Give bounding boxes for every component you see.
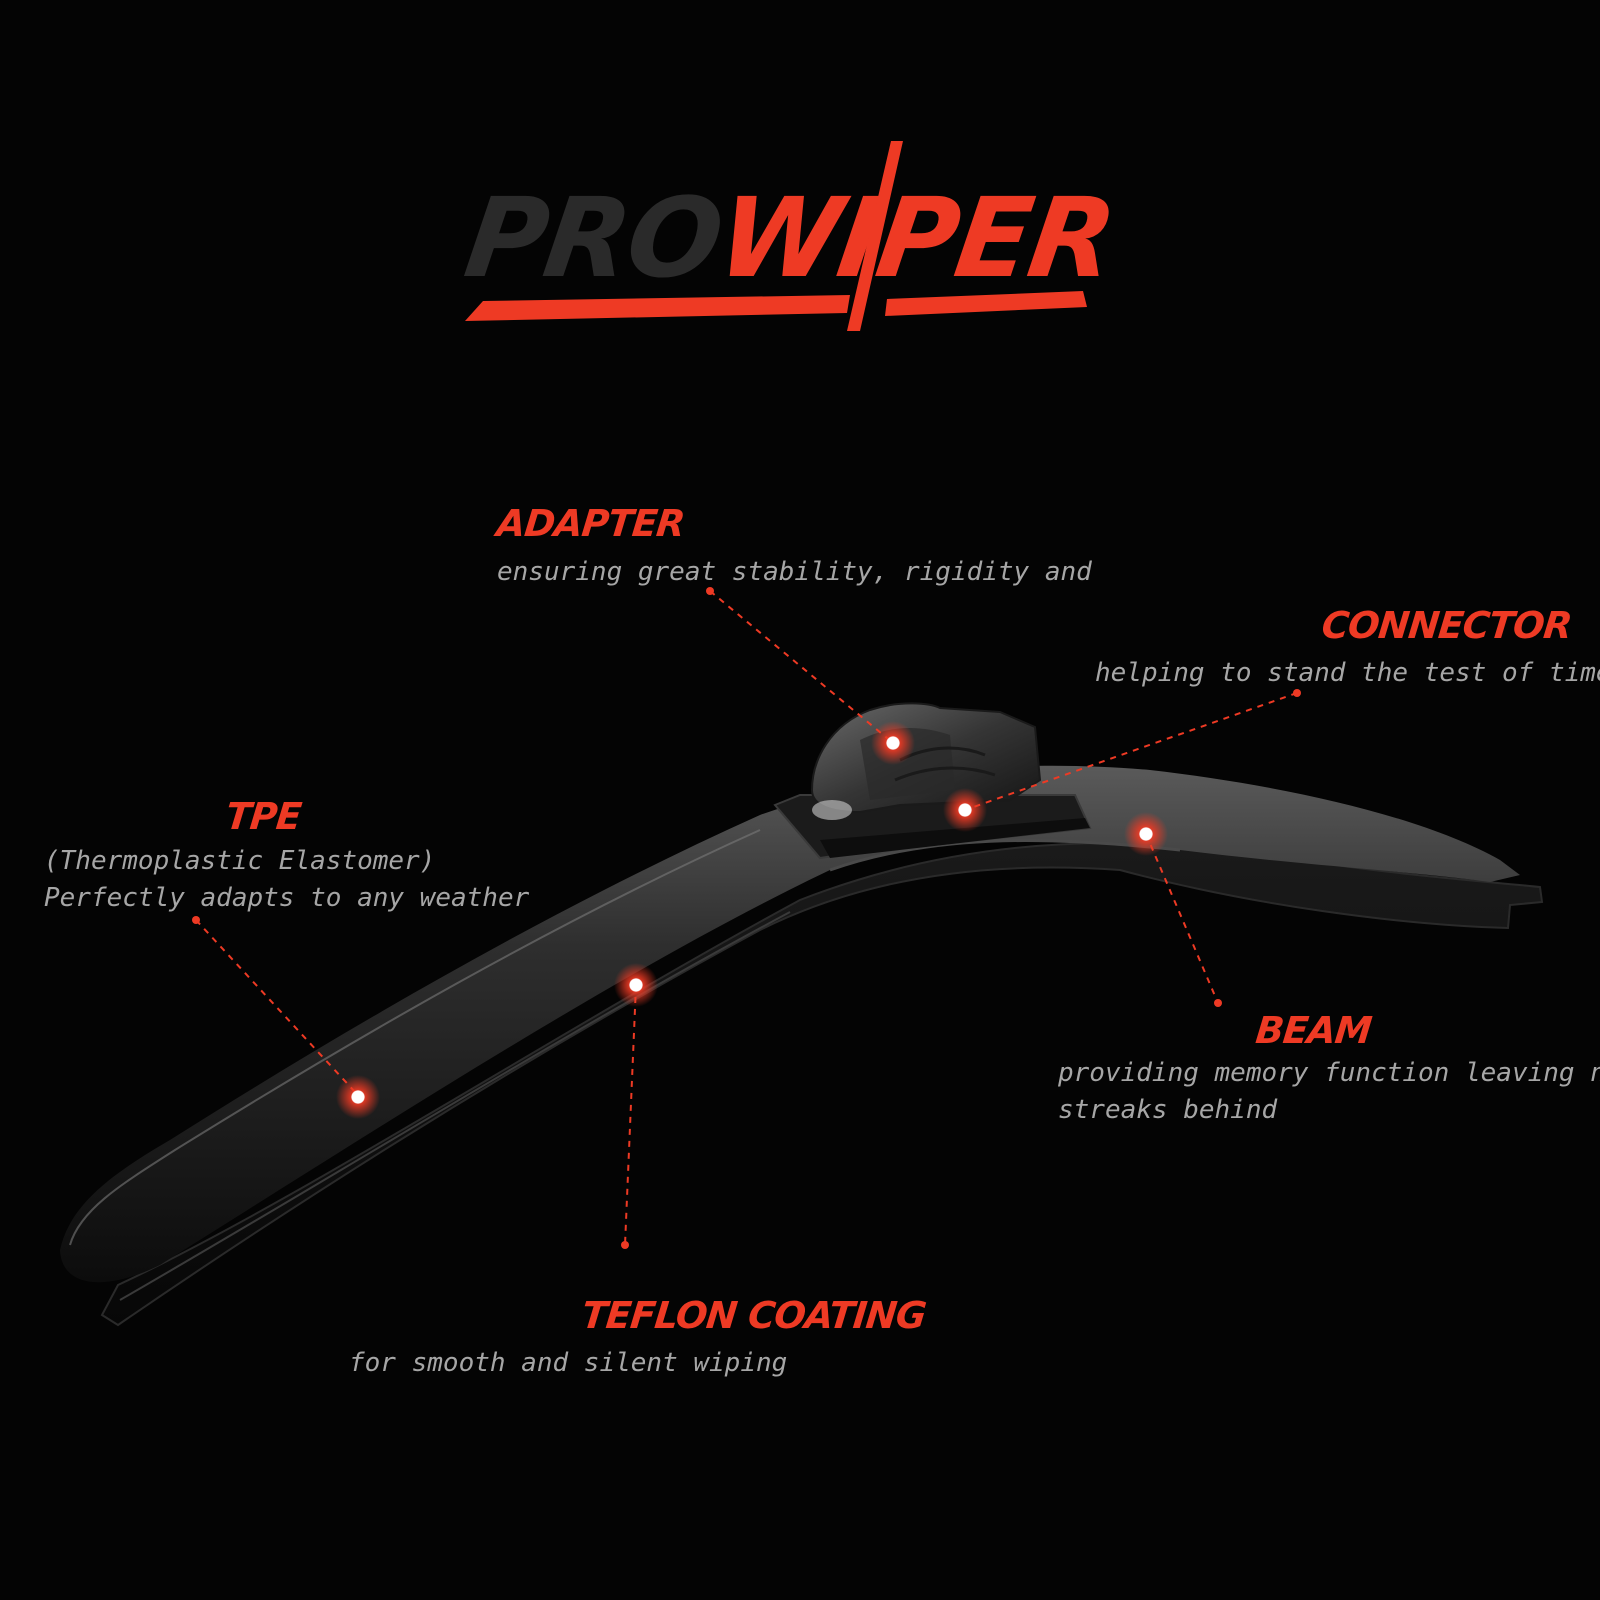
adapter-hotspot-icon: [871, 721, 915, 765]
connector-title: CONNECTOR: [1319, 604, 1574, 647]
blade-body: [60, 765, 1520, 1283]
tpe-description-line2: Perfectly adapts to any weather: [44, 883, 530, 913]
prowiper-logo: PROWIPER: [455, 135, 1135, 345]
tpe-description-line1: (Thermoplastic Elastomer): [44, 846, 436, 876]
adapter-title: ADAPTER: [494, 502, 687, 545]
beam-title: BEAM: [1253, 1009, 1374, 1052]
teflon-hotspot-icon: [614, 963, 658, 1007]
tpe-title: TPE: [223, 795, 303, 838]
logo-swoosh-icon: [465, 141, 1087, 331]
beam-hotspot-icon: [1124, 812, 1168, 856]
adapter-leader-line: [709, 590, 894, 744]
tpe-leader-line: [195, 919, 357, 1094]
teflon-leader-line: [624, 984, 637, 1246]
leader-end-dots: [192, 587, 1301, 1249]
logo-blade-slash: [847, 141, 903, 331]
hotspots: [336, 721, 1168, 1119]
beam-description-line2: streaks behind: [1058, 1095, 1278, 1125]
teflon-description: for smooth and silent wiping: [349, 1348, 788, 1378]
tpe-hotspot-icon: [336, 1075, 380, 1119]
connector-description: helping to stand the test of time: [1095, 658, 1600, 688]
adapter: [810, 702, 1042, 820]
connector-hotspot-icon: [943, 788, 987, 832]
callout-lines: [195, 590, 1298, 1246]
beam-description-line1: providing memory function leaving no: [1058, 1058, 1600, 1088]
connector-leader-line: [964, 692, 1298, 811]
adapter-description: ensuring great stability, rigidity and: [497, 557, 1092, 587]
teflon-title: TEFLON COATING: [579, 1294, 928, 1337]
